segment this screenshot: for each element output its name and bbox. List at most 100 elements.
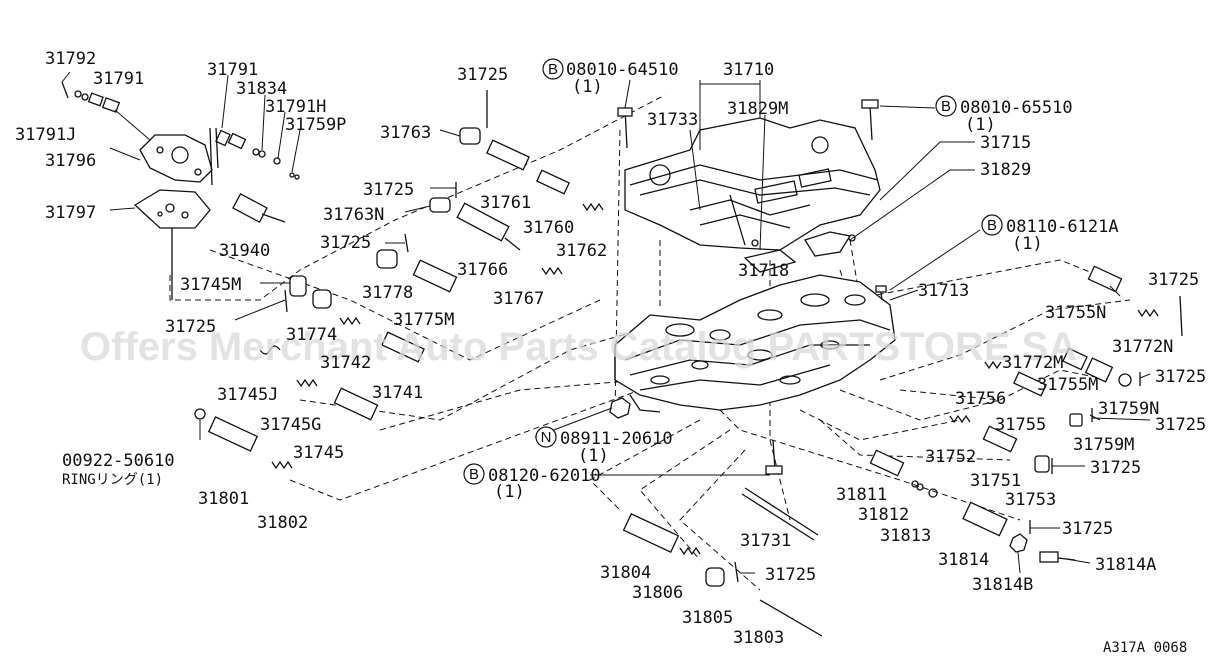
bolt-code: 08110-6121A xyxy=(1006,217,1119,237)
ring-part-text: RINGリング(1) xyxy=(62,472,163,488)
bolt-qty: (1) xyxy=(572,77,603,97)
callout-label: 31805 xyxy=(682,608,733,628)
callout-label: 31741 xyxy=(372,383,423,403)
callout-label: 31725 xyxy=(165,317,216,337)
bolt-code: 08010-65510 xyxy=(960,98,1073,118)
watermark-text: Offers Merchant Auto Parts Catalog PARTS… xyxy=(80,325,1077,369)
callout-label: 31725 xyxy=(1155,367,1206,387)
callout-label: 31772N xyxy=(1112,337,1173,357)
callout-label: 31791H xyxy=(265,97,326,117)
callout-label: 31742 xyxy=(320,353,371,373)
nut-qty: (1) xyxy=(578,446,609,466)
callout-label: 31772M xyxy=(1002,353,1063,373)
callout-label: 31755M xyxy=(1037,375,1098,395)
callout-label: 31761 xyxy=(480,193,531,213)
callout-label: 31811 xyxy=(836,485,887,505)
bolt-qty: (1) xyxy=(1012,234,1043,254)
callout-label: 31751 xyxy=(970,471,1021,491)
callout-label: 31759M xyxy=(1073,435,1134,455)
callout-label: 31715 xyxy=(980,133,1031,153)
callout-label: 31725 xyxy=(1090,458,1141,478)
callout-label: 31718 xyxy=(738,261,789,281)
ring-note: 00922-50610 RINGリング(1) xyxy=(62,451,175,488)
callout-label: 31760 xyxy=(523,218,574,238)
callout-label: 31829M xyxy=(727,99,788,119)
bolt-code: 08120-62010 xyxy=(488,466,601,486)
nut-code: 08911-20610 xyxy=(560,429,673,449)
nut-mark: N xyxy=(541,429,552,446)
callout-label: 31725 xyxy=(457,65,508,85)
bolt-callout-5: B 08120-62010 (1) xyxy=(463,463,601,502)
bolt-b-icon xyxy=(463,463,485,485)
lower-valve-body xyxy=(614,274,896,413)
bolt-mark: B xyxy=(941,98,951,115)
leader-lines xyxy=(61,71,1151,574)
bolt-mark: B xyxy=(548,61,558,78)
upper-valve-body xyxy=(624,117,881,251)
bolt-mark: B xyxy=(469,466,479,483)
callout-label: 31745G xyxy=(260,415,321,435)
callout-label: 31745 xyxy=(293,443,344,463)
callout-label: 31762 xyxy=(556,241,607,261)
callout-label: 31767 xyxy=(493,289,544,309)
callout-label: 31755N xyxy=(1045,303,1106,323)
callout-label: 31759P xyxy=(285,115,346,135)
bolt-qty: (1) xyxy=(494,482,525,502)
bolt-callout-1: B 08010-64510 (1) xyxy=(542,58,679,97)
small-parts xyxy=(61,81,1183,637)
callout-label: 31796 xyxy=(45,151,96,171)
callout-label: 31774 xyxy=(286,325,337,345)
callout-label: 31763 xyxy=(380,123,431,143)
callout-label: 31725 xyxy=(1062,519,1113,539)
callout-label: 31791 xyxy=(207,60,258,80)
callout-label: 31813 xyxy=(880,526,931,546)
bolt-callout-3: B 08110-6121A (1) xyxy=(981,214,1119,254)
callout-label: 31745M xyxy=(180,275,241,295)
callout-label: 31745J xyxy=(217,385,278,405)
callout-label: 31725 xyxy=(1155,415,1206,435)
callout-label: 31834 xyxy=(236,79,287,99)
callout-label: 31725 xyxy=(765,565,816,585)
callout-label: 31792 xyxy=(45,49,96,69)
bolt-qty: (1) xyxy=(965,115,996,135)
separator-plate xyxy=(804,231,856,257)
callout-label: 31814B xyxy=(972,575,1033,595)
callout-label: 31791J xyxy=(15,125,76,145)
callout-label: 31814 xyxy=(938,550,989,570)
callout-labels: 31792 31791 31791J 31796 31797 31791 318… xyxy=(15,49,1206,648)
nut-n-icon xyxy=(535,426,557,448)
figure-code: A317A 0068 xyxy=(1103,640,1187,656)
callout-label: 31940 xyxy=(219,241,270,261)
bolt-code: 08010-64510 xyxy=(566,60,679,80)
callout-label: 31801 xyxy=(198,489,249,509)
callout-label: 31725 xyxy=(320,233,371,253)
callout-label: 31814A xyxy=(1095,555,1156,575)
callout-label: 31713 xyxy=(918,281,969,301)
ring-part-code: 00922-50610 xyxy=(62,451,175,471)
callout-label: 31755 xyxy=(995,415,1046,435)
callout-label: 31803 xyxy=(733,628,784,648)
bolt-callout-2: B 08010-65510 (1) xyxy=(935,95,1073,135)
callout-label: 31763N xyxy=(323,205,384,225)
callout-label: 31778 xyxy=(362,283,413,303)
callout-label: 31733 xyxy=(647,110,698,130)
callout-label: 31797 xyxy=(45,203,96,223)
callout-label: 31756 xyxy=(955,389,1006,409)
bolt-b-icon xyxy=(981,214,1003,236)
callout-label: 31812 xyxy=(858,505,909,525)
callout-label: 31802 xyxy=(257,513,308,533)
oil-strainer xyxy=(743,249,797,273)
callout-label: 31752 xyxy=(925,447,976,467)
bolt-b-icon xyxy=(935,95,957,117)
bolt-mark: B xyxy=(987,217,997,234)
callout-label: 31804 xyxy=(600,563,651,583)
callout-label: 31753 xyxy=(1005,490,1056,510)
callout-label: 31775M xyxy=(393,310,454,330)
callout-label: 31731 xyxy=(740,531,791,551)
callout-label: 31806 xyxy=(632,583,683,603)
callout-label: 31725 xyxy=(363,180,414,200)
callout-label: 31766 xyxy=(457,260,508,280)
callout-label: 31829 xyxy=(980,160,1031,180)
callout-label: 31759N xyxy=(1098,399,1159,419)
